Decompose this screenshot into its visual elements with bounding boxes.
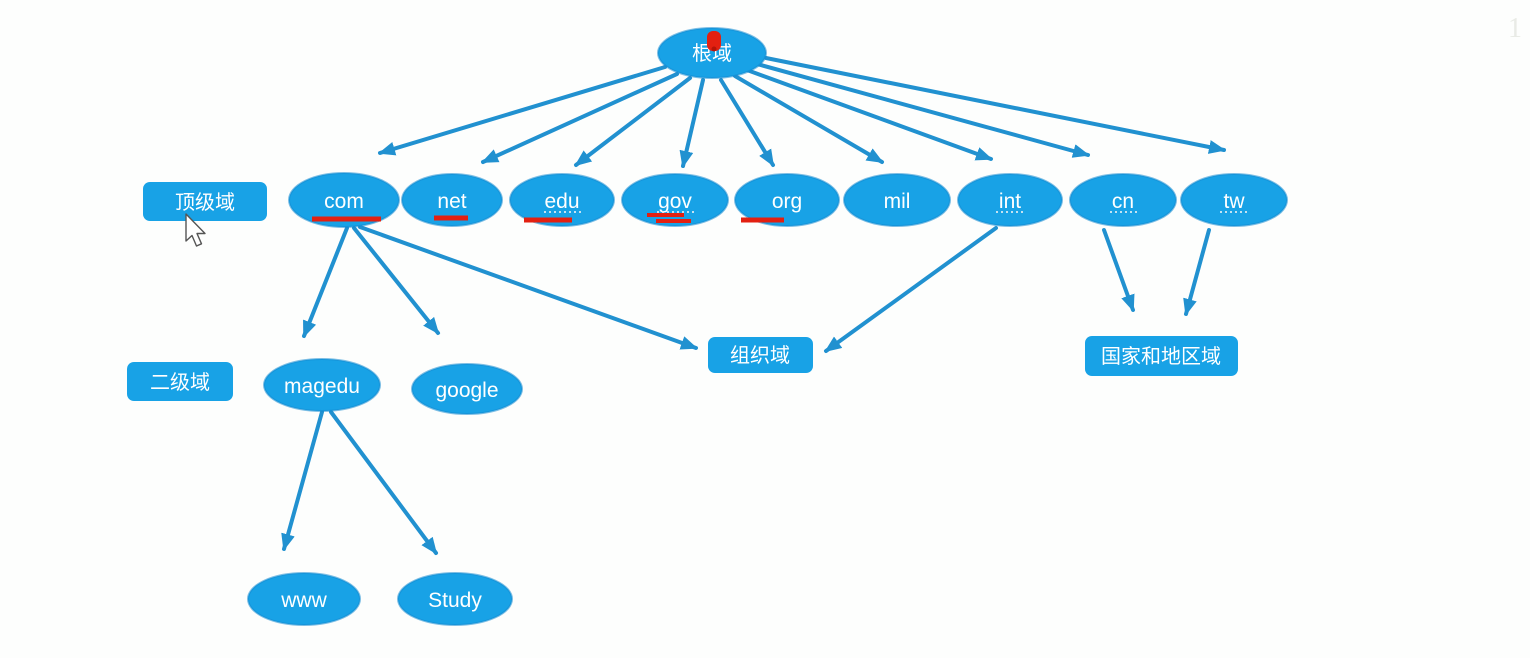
node-google-label: google — [435, 379, 498, 402]
arrow-magedu-to-www — [281, 410, 324, 551]
arrow-root-to-gov — [679, 78, 705, 168]
red-marker-dot — [711, 46, 717, 52]
node-magedu-label: magedu — [284, 375, 360, 398]
node-mil-label: mil — [884, 190, 911, 213]
arrow-cn-to-country-tag — [1102, 228, 1135, 312]
node-google: google — [411, 363, 523, 415]
node-net: net — [401, 173, 503, 227]
watermark-page-number: 1 — [1508, 13, 1522, 44]
node-cn-label: cn — [1112, 190, 1134, 213]
arrow-com-to-org-domain-tag — [358, 225, 698, 350]
arrow-root-to-org — [719, 78, 775, 167]
arrow-root-to-com — [378, 65, 667, 156]
arrow-magedu-to-study — [329, 410, 438, 555]
tag-top-level-domain: 顶级域 — [143, 182, 267, 221]
arrows-root-to-tlds — [378, 56, 1226, 168]
node-tw-label: tw — [1224, 190, 1246, 213]
node-gov-label: gov — [658, 190, 692, 213]
node-cn: cn — [1069, 173, 1177, 227]
tag-country-domain-label: 国家和地区域 — [1101, 345, 1221, 368]
arrow-tw-to-country-tag — [1183, 228, 1211, 316]
tag-second-level-domain: 二级域 — [127, 362, 233, 401]
node-study-label: Study — [428, 589, 482, 612]
node-net-label: net — [437, 190, 466, 213]
tag-org-domain: 组织域 — [708, 337, 813, 373]
arrow-com-to-magedu — [302, 226, 349, 338]
node-org: org — [734, 173, 840, 227]
arrow-root-to-int — [745, 68, 993, 161]
node-com: com — [288, 172, 400, 228]
arrow-int-to-org-domain-tag — [824, 226, 998, 353]
node-root-domain: 根域 — [657, 27, 767, 79]
node-gov: gov — [621, 173, 729, 227]
node-study: Study — [397, 572, 513, 626]
node-org-label: org — [772, 190, 802, 213]
mouse-cursor — [185, 213, 206, 247]
node-magedu: magedu — [263, 358, 381, 412]
arrow-root-to-net — [481, 72, 679, 164]
node-mil: mil — [843, 173, 951, 227]
arrow-root-to-mil — [733, 74, 884, 164]
tag-country-domain: 国家和地区域 — [1085, 336, 1238, 376]
red-marker-on-root — [707, 31, 721, 51]
node-tw: tw — [1180, 173, 1288, 227]
node-edu: edu — [509, 173, 615, 227]
node-int-label: int — [999, 190, 1021, 213]
node-www-label: www — [280, 589, 327, 612]
tag-second-level-label: 二级域 — [150, 371, 210, 394]
node-root-label: 根域 — [692, 42, 732, 65]
arrow-root-to-edu — [574, 76, 692, 167]
tag-org-domain-label: 组织域 — [730, 344, 790, 367]
node-int: int — [957, 173, 1063, 227]
node-com-label: com — [324, 190, 364, 213]
node-www: www — [247, 572, 361, 626]
arrow-root-to-cn — [755, 62, 1090, 158]
arrow-com-to-google — [352, 226, 440, 335]
tld-row: com net edu gov org mil — [288, 172, 1288, 228]
tag-top-level-label: 顶级域 — [175, 191, 235, 214]
node-edu-label: edu — [544, 190, 579, 213]
arrow-root-to-tw — [764, 56, 1226, 154]
arrows-lower-levels — [281, 225, 1211, 555]
